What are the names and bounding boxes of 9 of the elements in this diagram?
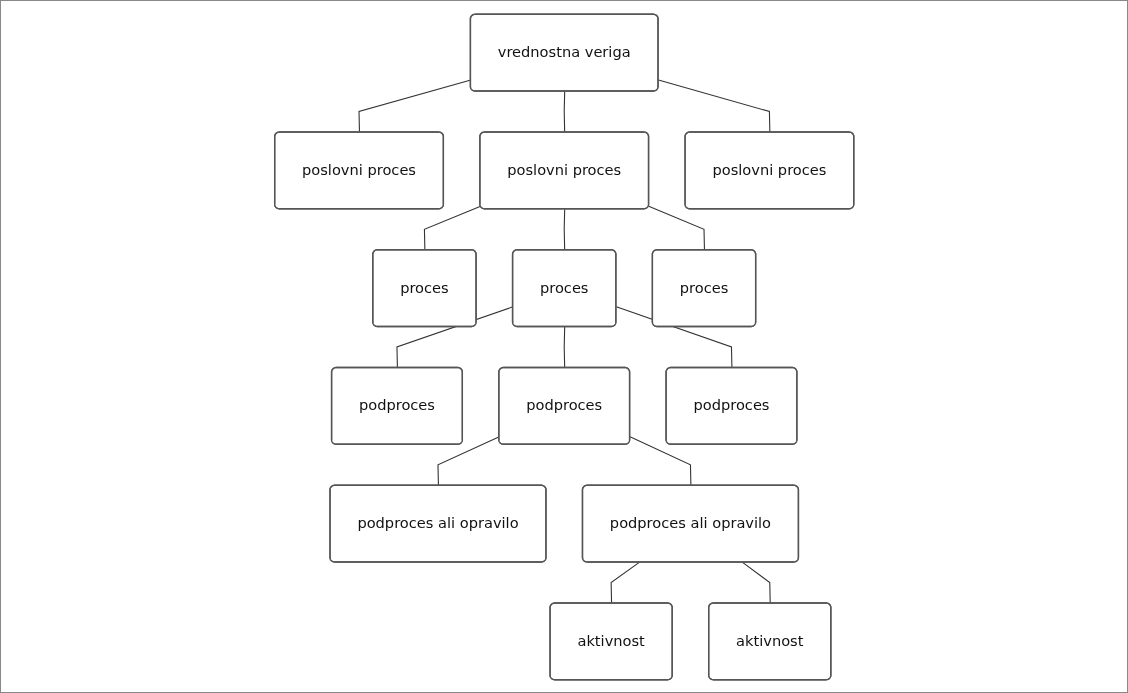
connector	[563, 208, 565, 251]
connector	[563, 325, 565, 369]
connector	[647, 205, 705, 251]
connector	[657, 78, 771, 133]
connector	[563, 90, 565, 133]
connector	[423, 205, 481, 251]
connector	[610, 561, 640, 604]
connector	[741, 561, 771, 604]
connector	[629, 435, 692, 486]
